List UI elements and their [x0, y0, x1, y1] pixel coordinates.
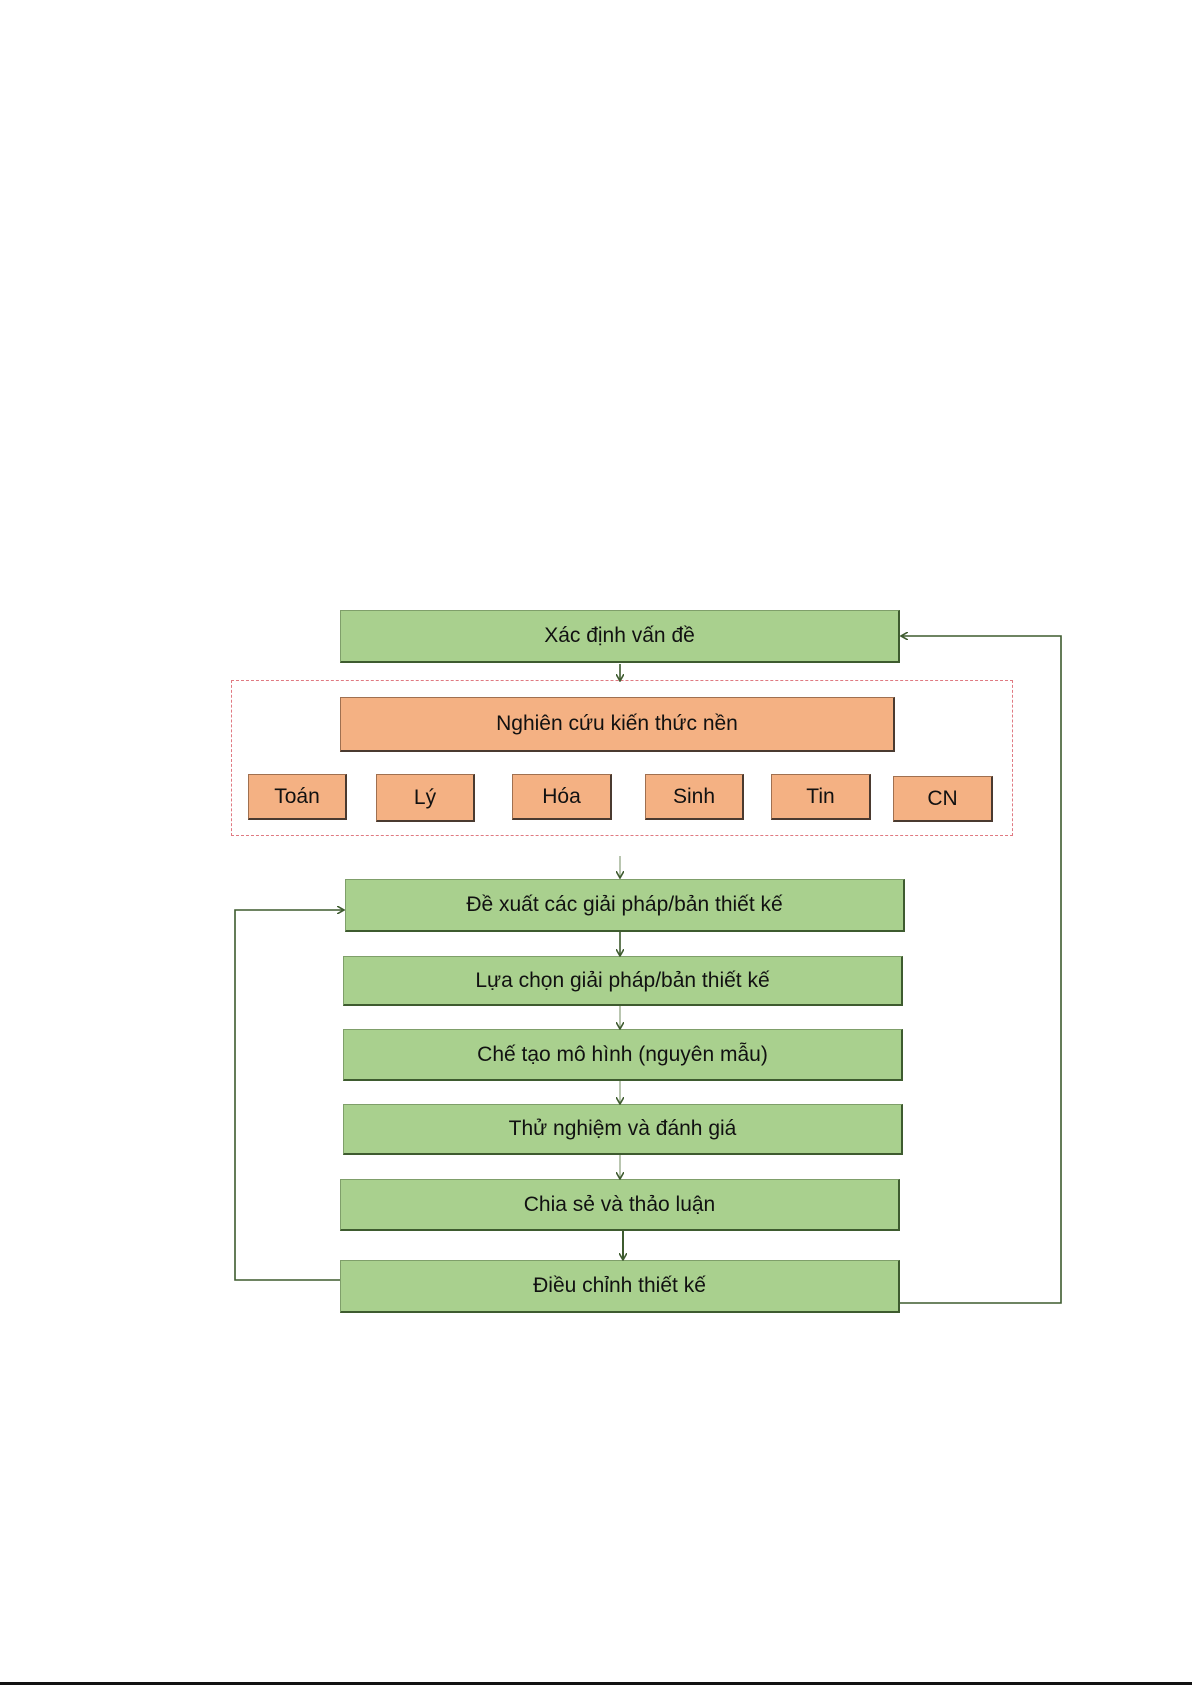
subject-tin: Tin [771, 774, 871, 820]
subject-hoa: Hóa [512, 774, 612, 820]
research-title-label: Nghiên cứu kiến thức nền [496, 712, 738, 736]
subject-cn-label: CN [927, 787, 957, 811]
subject-ly: Lý [376, 774, 475, 822]
research-title-box: Nghiên cứu kiến thức nền [340, 697, 895, 752]
subject-hoa-label: Hóa [542, 785, 581, 809]
step-share: Chia sẻ và thảo luận [340, 1179, 900, 1231]
subject-sinh: Sinh [645, 774, 744, 820]
step-define-problem-label: Xác định vấn đề [544, 624, 695, 648]
step-adjust: Điều chỉnh thiết kế [340, 1260, 900, 1313]
step-test-label: Thử nghiệm và đánh giá [509, 1117, 737, 1141]
step-define-problem: Xác định vấn đề [340, 610, 900, 663]
step-propose-label: Đề xuất các giải pháp/bản thiết kế [466, 893, 782, 917]
step-build-label: Chế tạo mô hình (nguyên mẫu) [477, 1043, 768, 1067]
step-select: Lựa chọn giải pháp/bản thiết kế [343, 956, 903, 1006]
subject-tin-label: Tin [806, 785, 834, 809]
arrow-adjust-to-propose-loop [235, 910, 343, 1280]
step-propose: Đề xuất các giải pháp/bản thiết kế [345, 879, 905, 932]
subject-cn: CN [893, 776, 993, 822]
step-build: Chế tạo mô hình (nguyên mẫu) [343, 1029, 903, 1081]
step-select-label: Lựa chọn giải pháp/bản thiết kế [475, 969, 769, 993]
subject-ly-label: Lý [414, 786, 436, 810]
subject-toan-label: Toán [274, 785, 320, 809]
subject-toan: Toán [248, 774, 347, 820]
step-adjust-label: Điều chỉnh thiết kế [533, 1274, 706, 1298]
step-test: Thử nghiệm và đánh giá [343, 1104, 903, 1155]
subject-sinh-label: Sinh [673, 785, 715, 809]
step-share-label: Chia sẻ và thảo luận [524, 1193, 715, 1217]
